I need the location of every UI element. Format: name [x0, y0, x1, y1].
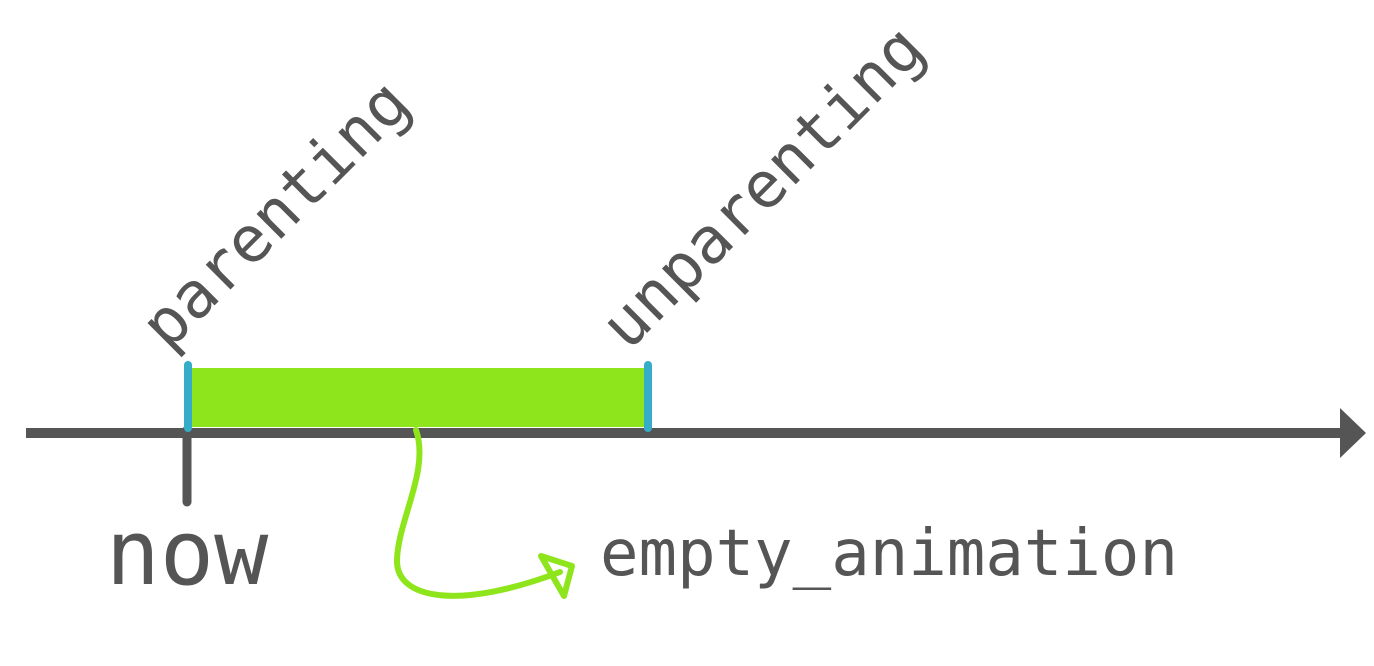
end-event-label: unparenting: [587, 11, 939, 363]
animation-connector-arrow: [393, 427, 563, 599]
animation-duration-bar: [191, 368, 647, 427]
timeline-arrowhead: [1340, 408, 1366, 458]
now-label: now: [106, 501, 269, 606]
animation-label: empty_animation: [600, 517, 1178, 591]
start-event-label: parenting: [127, 66, 425, 364]
connector-arrowhead: [538, 553, 575, 599]
